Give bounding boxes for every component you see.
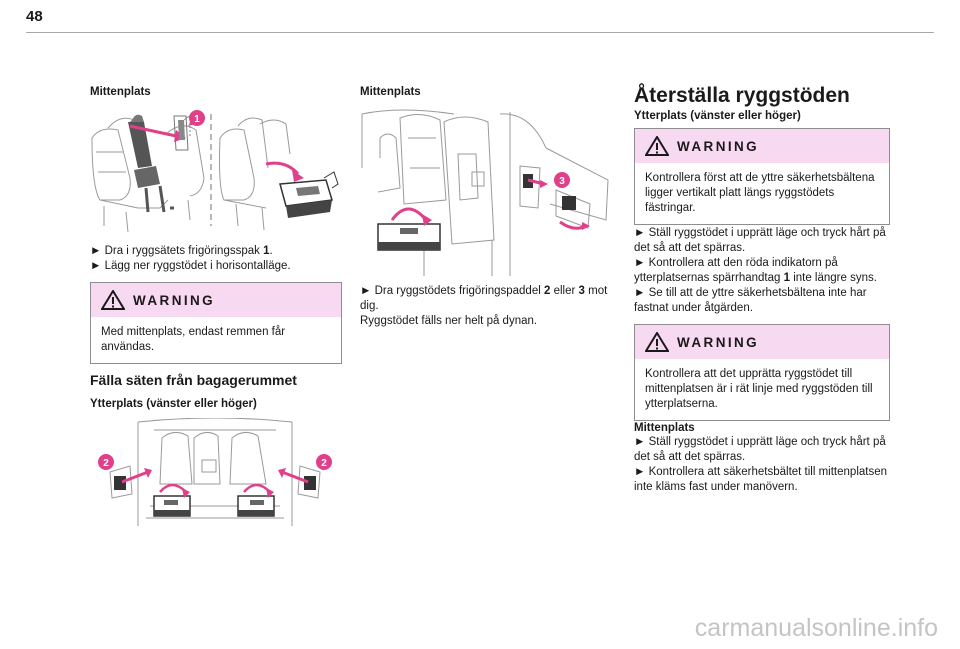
- page-number: 48: [26, 8, 43, 25]
- center-seat-heading: Mittenplats: [90, 86, 151, 98]
- center-seat-steps-2: ► Ställ ryggstödet i upprätt läge och tr…: [634, 436, 888, 493]
- callout-2-left: 2: [103, 458, 109, 469]
- warning-triangle-icon: [645, 332, 669, 352]
- center-seat-paddle-figure: 3: [361, 109, 609, 276]
- callout-1: 1: [194, 114, 200, 125]
- warning-box-2: WARNING Kontrollera först att de yttre s…: [634, 128, 890, 225]
- outer-seat-heading-2: Ytterplats (vänster eller höger): [634, 110, 801, 122]
- section-title: Fälla säten från bagagerummet: [90, 372, 297, 388]
- warning-header-2: WARNING: [635, 129, 889, 163]
- warning-title: WARNING: [133, 293, 216, 308]
- header-rule: [26, 32, 934, 33]
- warning-text-3: Kontrollera att det upprätta ryggstödet …: [645, 368, 873, 410]
- warning-title-3: WARNING: [677, 335, 760, 350]
- warning-box-1: WARNING Med mittenplats, endast remmen f…: [90, 282, 342, 364]
- outer-seat-heading: Ytterplats (vänster eller höger): [90, 398, 257, 410]
- warning-header-3: WARNING: [635, 325, 889, 359]
- outer-seat-steps: ► Ställ ryggstödet i upprätt läge och tr…: [634, 227, 886, 314]
- center-seat-heading-3: Mittenplats: [634, 422, 695, 434]
- warning-header: WARNING: [91, 283, 341, 317]
- warning-text: Med mittenplats, endast remmen får använ…: [101, 326, 286, 353]
- warning-title-2: WARNING: [677, 139, 760, 154]
- center-seat-heading-2: Mittenplats: [360, 86, 421, 98]
- main-title: Återställa ryggstöden: [634, 84, 850, 107]
- callout-3: 3: [559, 176, 565, 187]
- warning-triangle-icon: [645, 136, 669, 156]
- trunk-fold-figure: 2 2: [98, 418, 332, 526]
- callout-2-right: 2: [321, 458, 327, 469]
- center-seat-figure: 1: [91, 110, 339, 232]
- center-seat-steps: ► Dra i ryggsätets frigöringsspak 1. ► L…: [90, 245, 291, 272]
- warning-box-3: WARNING Kontrollera att det upprätta ryg…: [634, 324, 890, 421]
- warning-triangle-icon: [101, 290, 125, 310]
- watermark: carmanualsonline.info: [694, 614, 938, 642]
- paddle-steps: ► Dra ryggstödets frigöringspaddel 2 ell…: [360, 285, 608, 327]
- warning-text-2: Kontrollera först att de yttre säkerhets…: [645, 172, 875, 214]
